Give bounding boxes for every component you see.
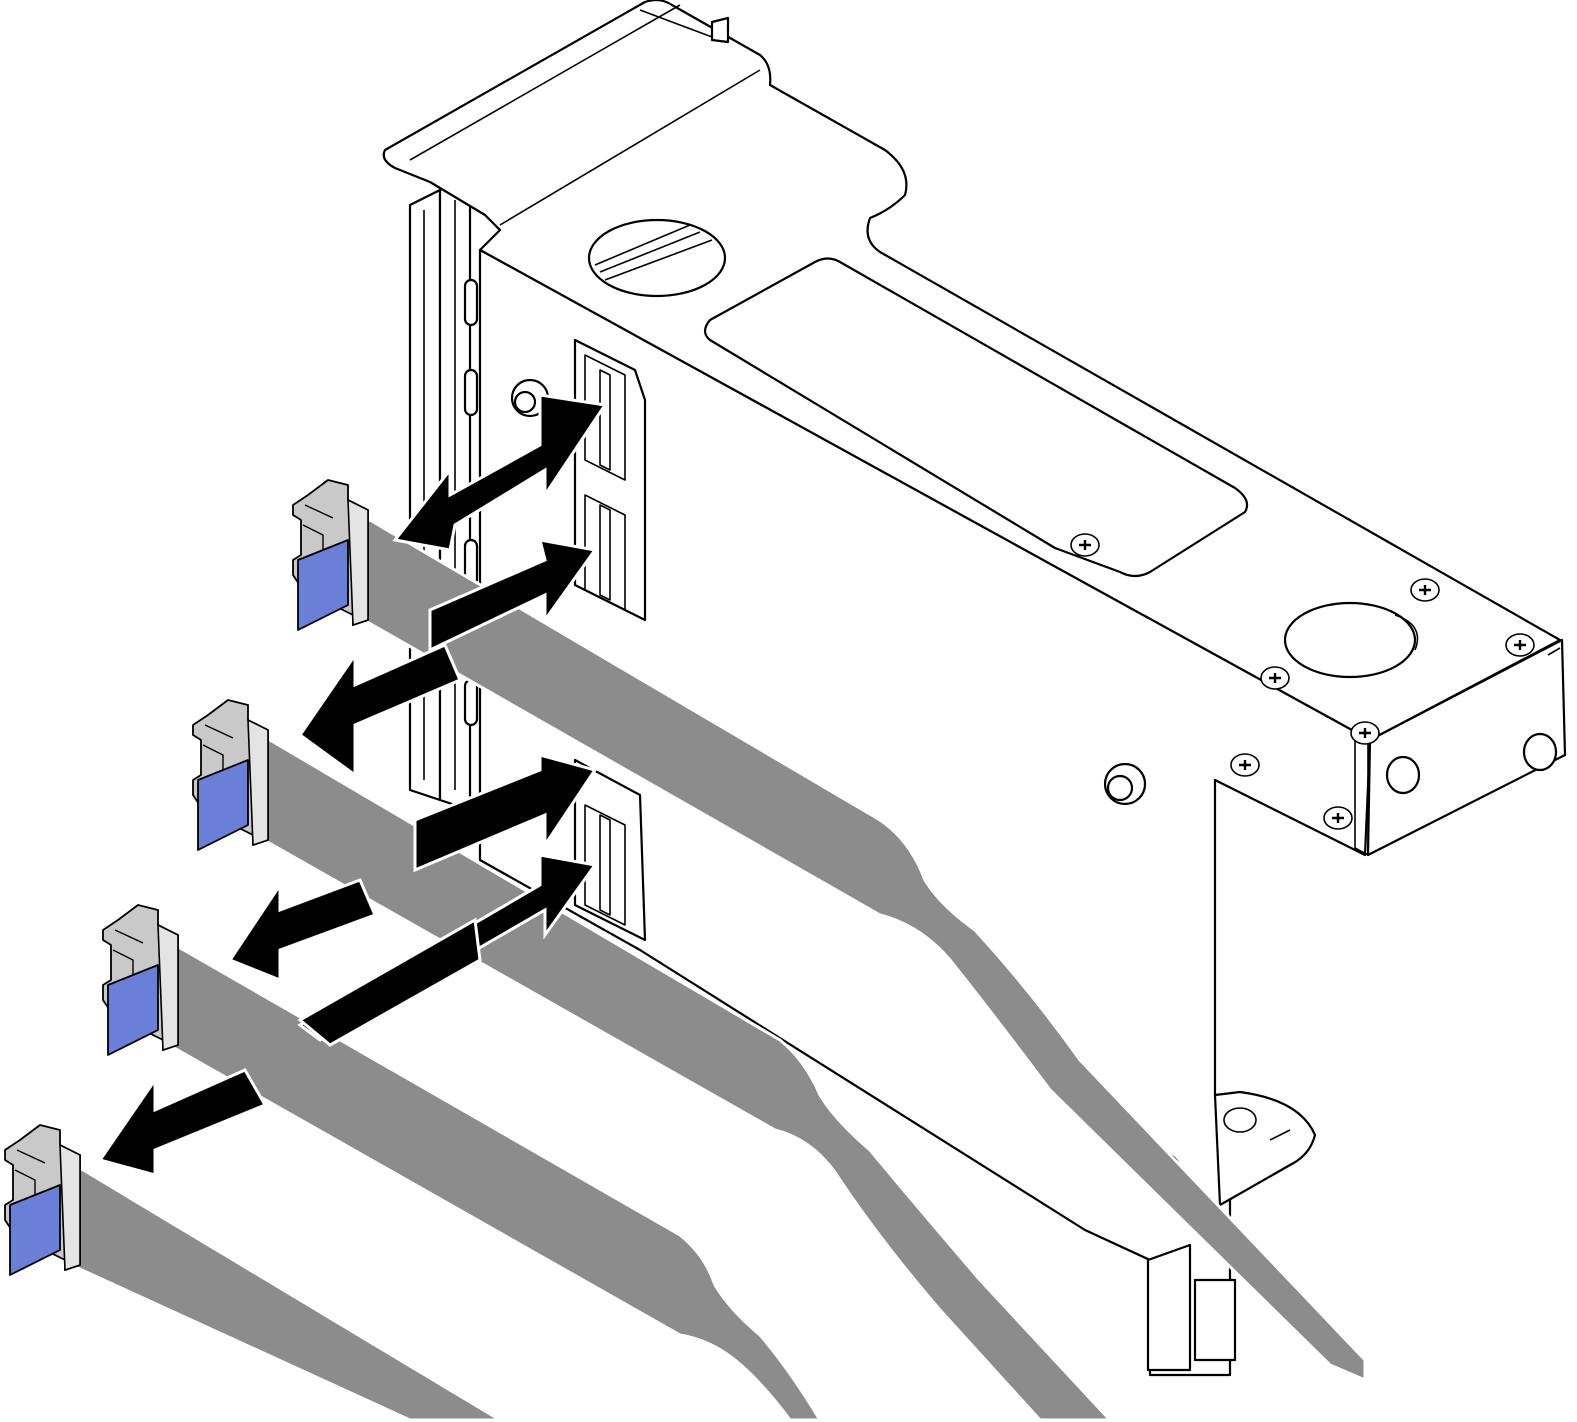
screw-icon xyxy=(1070,533,1535,830)
screw-icon xyxy=(1230,753,1260,777)
direction-arrow-icon xyxy=(97,393,608,1177)
screw-icon xyxy=(1260,666,1290,690)
cable-3 xyxy=(158,943,822,1422)
cable-connector-icon xyxy=(102,904,179,1056)
cable-2 xyxy=(253,738,1112,1422)
cable-connector-icon xyxy=(4,1124,81,1276)
screw-icon xyxy=(1505,633,1535,657)
screw-icon xyxy=(1410,578,1440,602)
cable-1 xyxy=(353,518,1367,1382)
cable-connector-icon xyxy=(192,699,269,851)
pull-tab-icon xyxy=(107,964,159,1056)
cable-group xyxy=(58,518,1367,1422)
cable-4 xyxy=(58,1163,502,1422)
screw-icon xyxy=(1323,806,1353,830)
pull-tab-icon xyxy=(297,539,349,631)
screw-icon xyxy=(1070,533,1100,557)
cable-connector-icon xyxy=(292,479,369,631)
screw-icon xyxy=(1350,721,1380,745)
pull-tab-icon xyxy=(9,1184,61,1276)
cable-connector-group xyxy=(4,479,369,1276)
riser-cage-icon xyxy=(382,0,1567,1377)
pull-tab-icon xyxy=(197,759,249,851)
